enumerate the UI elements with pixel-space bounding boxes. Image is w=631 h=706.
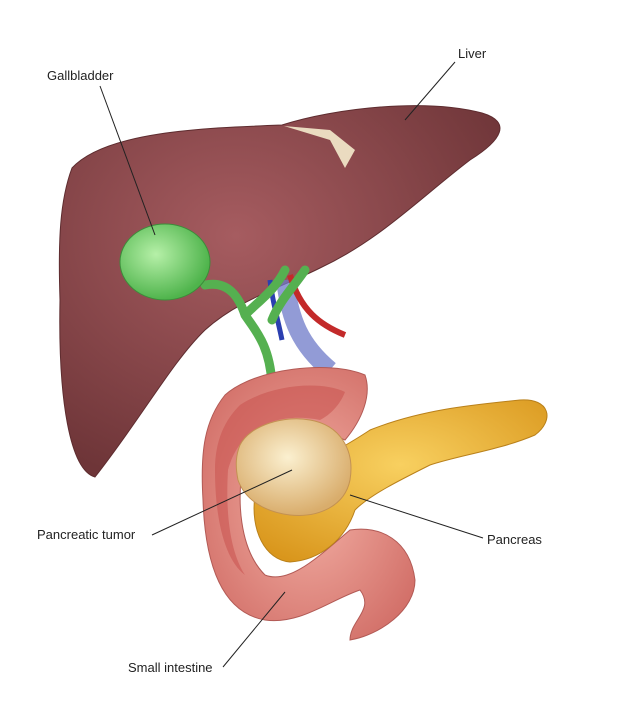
liver-label: Liver [458, 46, 487, 61]
pancreas [253, 399, 548, 563]
gallbladder-label: Gallbladder [47, 68, 114, 83]
tumor-leader-line [151, 469, 293, 536]
liver-leader-line [404, 61, 456, 121]
intestine-lumen [215, 385, 345, 575]
bile-duct [200, 265, 310, 390]
pancreatic-tumor-label: Pancreatic tumor [37, 527, 136, 542]
intestine-leader-line [222, 591, 286, 668]
falciform-ligament [284, 126, 355, 168]
pancreatic-tumor [235, 418, 352, 516]
gallbladder [119, 223, 211, 301]
gallbladder-leader-line [99, 85, 156, 236]
liver [58, 105, 501, 478]
small-intestine-label: Small intestine [128, 660, 213, 675]
leader-lines [99, 61, 484, 668]
pancreas-leader-line [349, 494, 484, 539]
pancreas-label: Pancreas [487, 532, 542, 547]
